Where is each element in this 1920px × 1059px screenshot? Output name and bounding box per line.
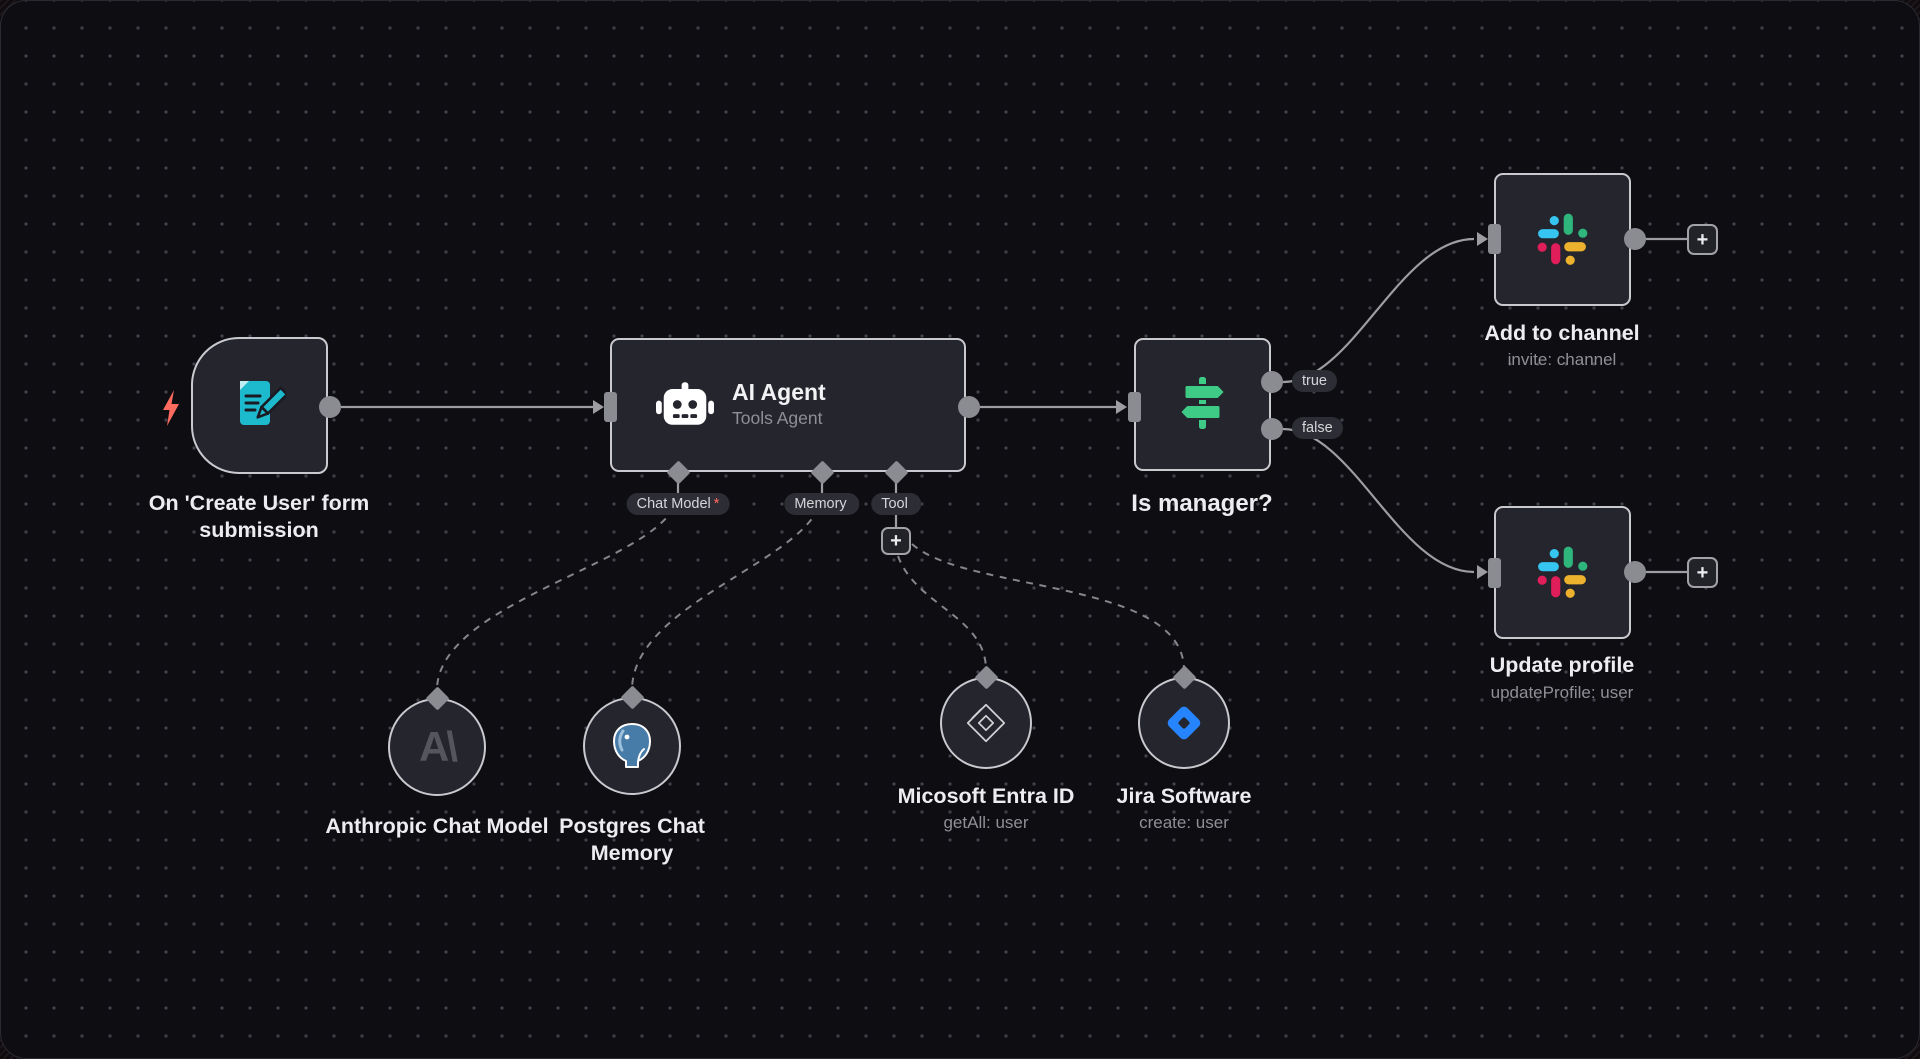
ai-agent-subtitle: Tools Agent [732,408,823,428]
node-entra-id[interactable] [940,677,1032,769]
node-anthropic-chat-model[interactable] [388,698,486,796]
connection-chatmodel-anthropic[interactable] [436,494,679,691]
slackupdate-output-port[interactable] [1624,561,1646,583]
arrowhead-ismanager-input [1116,400,1127,414]
slackadd-output-port[interactable] [1624,228,1646,250]
signpost-icon [1178,377,1227,429]
slackupdate-operation: updateProfile: user [1490,683,1634,702]
ismanager-input-port[interactable] [1128,392,1141,422]
slackupdate-node-label: Update profile [1489,653,1635,677]
trigger-output-port[interactable] [319,396,341,418]
trigger-bolt-icon [163,390,179,426]
arrowhead-slackadd-input [1477,232,1488,246]
form-icon [240,381,286,425]
postgres-node-label: Postgres Chat Memory [559,814,705,865]
entra-node-label: Micosoft Entra ID [897,784,1075,808]
trigger-node-label: On 'Create User' form submission [148,491,370,542]
anthropic-logo-icon: A\ [419,723,458,770]
memory-port-label: Memory [784,493,860,515]
slackupdate-input-port[interactable] [1488,558,1501,588]
arrowhead-slackupdate-input [1477,565,1488,579]
ai-agent-title: AI Agent [732,379,826,405]
entra-id-icon [966,703,1006,743]
add-next-node-button-top[interactable]: + [1687,224,1718,255]
chat-model-port-label: Chat Model* [626,493,730,515]
connection-memory-postgres[interactable] [631,494,823,691]
node-slack-add-to-channel[interactable] [1494,173,1631,306]
add-tool-button[interactable]: + [881,527,911,555]
ismanager-false-port[interactable] [1261,418,1283,440]
slackadd-operation: invite: channel [1507,350,1617,369]
slackadd-input-port[interactable] [1488,224,1501,254]
postgresql-icon [613,723,651,768]
anthropic-node-label: Anthropic Chat Model [325,814,549,838]
node-postgres-chat-memory[interactable] [583,697,681,795]
true-output-label: true [1292,370,1337,392]
add-next-node-button-bottom[interactable]: + [1687,557,1718,588]
node-ai-agent[interactable] [610,338,966,472]
tool-port-label: Tool [871,493,921,515]
ismanager-node-label: Is manager? [1131,490,1273,517]
jira-node-label: Jira Software [1116,784,1252,808]
false-output-label: false [1292,417,1343,439]
ai-agent-header: AI Agent Tools Agent [656,379,826,429]
entra-operation: getAll: user [943,813,1029,832]
connection-tool-jira[interactable] [911,543,1185,671]
slack-icon [1537,213,1588,265]
arrowhead-agent-input [593,400,604,414]
agent-output-port[interactable] [958,396,980,418]
slack-icon [1537,546,1588,598]
agent-input-port[interactable] [604,392,617,422]
jira-icon [1167,706,1201,740]
robot-icon [656,381,714,425]
slackadd-node-label: Add to channel [1484,321,1640,345]
connection-tool-entra[interactable] [897,555,987,671]
ismanager-true-port[interactable] [1261,371,1283,393]
jira-operation: create: user [1139,813,1229,832]
